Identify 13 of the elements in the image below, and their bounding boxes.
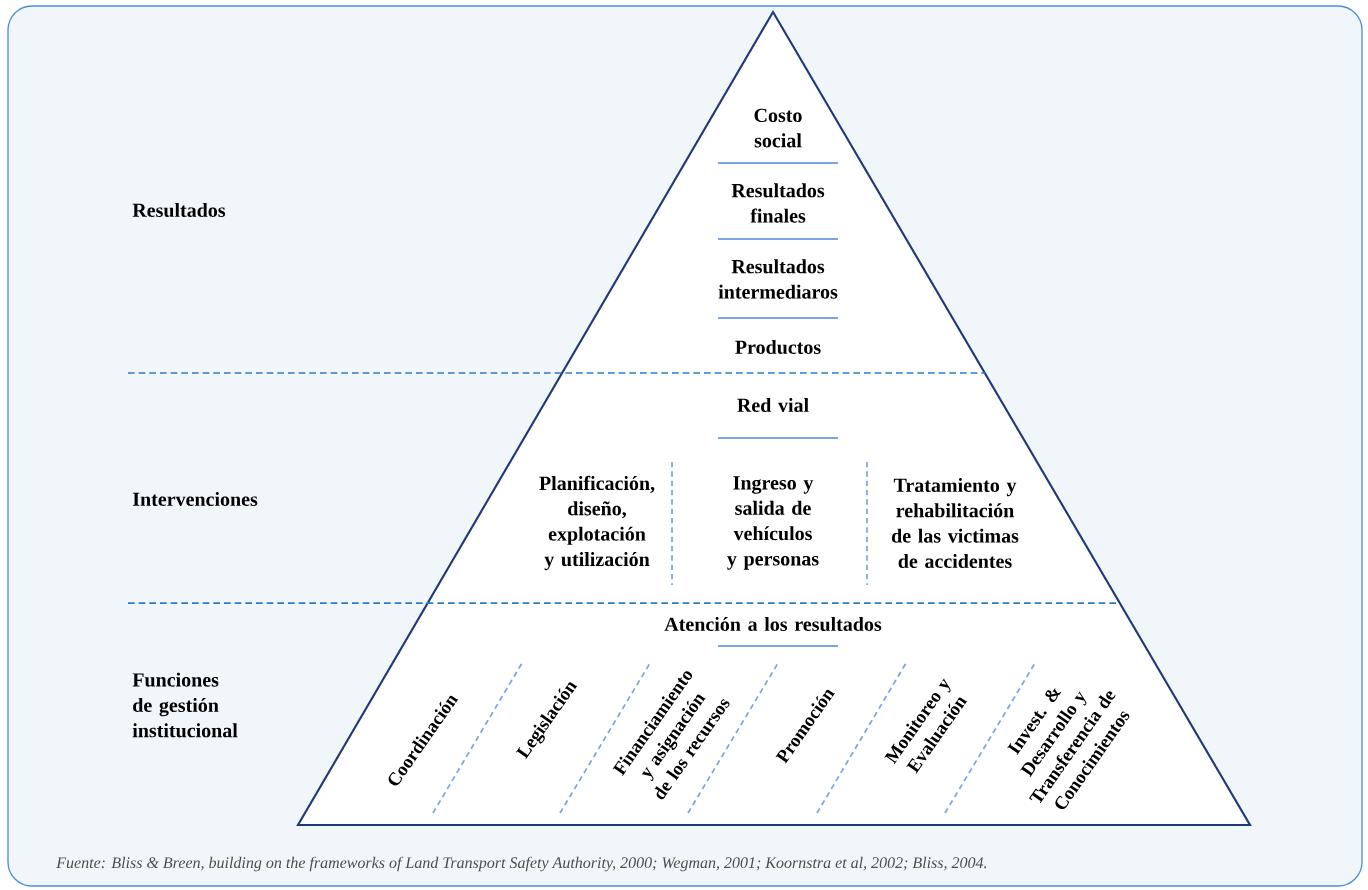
level-label: Resultados intermediaros bbox=[718, 259, 838, 299]
section-label: Intervenciones bbox=[132, 492, 258, 507]
level-label: Resultados finales bbox=[731, 183, 825, 223]
level-label: Productos bbox=[735, 339, 821, 355]
intervention-label: Ingreso y salida de vehículos y personas bbox=[727, 476, 819, 570]
intervention-label: Planificación, diseño, explotación y utilización bbox=[539, 475, 655, 571]
level-label: Costo social bbox=[754, 108, 802, 148]
section-label: Funciones de gestión institucional bbox=[132, 672, 238, 738]
source-caption: Fuente: Bliss & Breen, building on the frameworks of Land Transport Safety Authority, 2000; Wegman, 2001; Koornstra et al, 2002; Bliss, 2004. bbox=[56, 856, 987, 872]
level-label: Atención a los resultados bbox=[664, 616, 882, 632]
section-label: Resultados bbox=[132, 202, 226, 218]
level-label: Red vial bbox=[737, 398, 809, 413]
intervention-label: Tratamiento y rehabilitación de las victimas de accidentes bbox=[891, 478, 1019, 569]
